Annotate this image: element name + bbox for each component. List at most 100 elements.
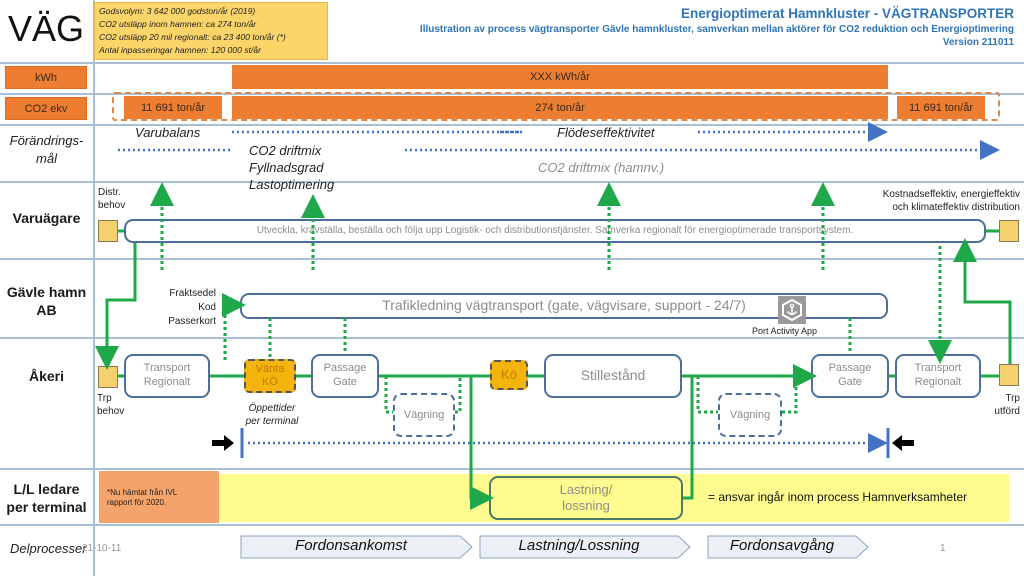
page-title: Energioptimerat Hamnkluster - VÄGTRANSPO… (680, 6, 1014, 21)
label-line: Passage (323, 362, 367, 375)
label-line: Distr. (98, 187, 121, 198)
row-label-ll-ledare: L/L ledare per terminal (0, 480, 93, 516)
distribution-goal-label: Kostnadseffektiv, energieffektiv och kli… (883, 188, 1020, 214)
label-line: behov (97, 406, 125, 417)
anchor-icon[interactable] (778, 296, 806, 324)
label-line: utförd (994, 406, 1020, 417)
kwh-bar: XXX kWh/år (232, 65, 888, 89)
row-divider (0, 62, 1024, 64)
oppettider-label: Öppettider per terminal (240, 402, 304, 428)
info-line: Godsvolym: 3 642 000 godston/år (2019) (99, 6, 256, 16)
label-line: Trp (1005, 393, 1020, 404)
row-label-akeri: Åkeri (28, 368, 65, 384)
distr-behov-label: Distr. behov (98, 186, 125, 212)
row-divider (0, 524, 1024, 526)
distribution-goal-node (999, 220, 1019, 242)
kwh-label: kWh (5, 66, 87, 89)
row-divider (0, 93, 1024, 95)
goal-list: CO2 driftmix Fyllnadsgrad Lastoptimering (249, 142, 334, 193)
goal-co2-driftmix-hamn: CO2 driftmix (hamnv.) (538, 160, 665, 175)
stillestand-process[interactable]: Stillestånd (544, 354, 682, 398)
label-line: KÖ (262, 376, 278, 388)
info-line: CO2 utsläpp inom hamnen: ca 274 ton/år (99, 19, 257, 29)
label-line: Regionalt (143, 376, 191, 388)
goal-varubalans: Varubalans (135, 125, 201, 140)
label-line: per terminal (245, 416, 299, 427)
label-line: Öppettider (248, 403, 296, 414)
lastning-lossning-process[interactable]: Lastning/lossning (489, 476, 683, 520)
step-lastning-lossning[interactable]: Lastning/Lossning (518, 537, 640, 554)
step-fordonsankomst[interactable]: Fordonsankomst (295, 537, 407, 554)
row-label-gavle-hamn: Gävle hamn AB (0, 283, 93, 319)
label-line: Vänta (255, 362, 285, 375)
row-label-varuagare: Varuägare (12, 210, 81, 226)
varuagare-process[interactable]: Utveckla, kravställa, beställa och följa… (124, 219, 986, 243)
version-label: Version 211011 (942, 37, 1014, 48)
info-line: CO2 utsläpp 20 mil regionalt: ca 23 400 … (99, 32, 286, 42)
ko-queue[interactable]: Kö (490, 360, 528, 390)
label-line: per terminal (6, 499, 87, 515)
label-line: L/L ledare (13, 481, 80, 497)
documents-list: Fraktsedel Kod Passerkort (150, 287, 216, 329)
delprocesser-label: Delprocesser (10, 541, 87, 556)
vagning-out[interactable]: Vägning (718, 393, 782, 437)
co2-right-bar: 11 691 ton/år (897, 96, 985, 119)
page-subtitle: Illustration av process vägtransporter G… (419, 24, 1014, 35)
document-item: Fraktsedel (169, 288, 216, 299)
note-line: rapport för 2020. (107, 498, 167, 507)
responsibility-legend: = ansvar ingår inom process Hamnverksamh… (708, 490, 968, 504)
row-divider (0, 337, 1024, 339)
label-line: Kostnadseffektiv, energieffektiv (882, 189, 1020, 200)
document-item: Passerkort (168, 316, 216, 327)
goal-fyllnadsgrad: Fyllnadsgrad (249, 160, 324, 175)
label-line: Regionalt (914, 376, 962, 388)
label-line: AB (36, 302, 57, 318)
step-fordonsavgang[interactable]: Fordonsavgång (729, 537, 835, 554)
goals-label-line: Förändrings- (9, 133, 84, 148)
label-line: behov (98, 200, 126, 211)
label-column-divider (93, 0, 95, 576)
info-box: Godsvolym: 3 642 000 godston/år (2019) C… (94, 2, 328, 60)
trp-utford-node (999, 364, 1019, 386)
trp-utford-label: Trp utförd (990, 392, 1020, 418)
co2-left-bar: 11 691 ton/år (124, 96, 222, 119)
label-line: Transport (143, 362, 191, 375)
document-item: Kod (198, 302, 216, 313)
port-activity-app-label: Port Activity App (752, 326, 818, 336)
label-line: Gate (838, 376, 862, 388)
chevron-lastning (479, 535, 691, 559)
info-line: Antal inpasseringar hamnen: 120 000 st/å… (99, 45, 261, 55)
row-divider (0, 181, 1024, 183)
label-line: Gävle hamn (6, 284, 87, 300)
label-line: Trp (97, 393, 112, 404)
logo-text: VÄG (8, 8, 85, 49)
label-line: och klimateffektiv distribution (892, 202, 1020, 213)
label-line: Lastning/ (559, 481, 613, 497)
distr-behov-node (98, 220, 118, 242)
goals-label: Förändrings- mål (0, 132, 93, 168)
goal-flodeseffektivitet: Flödeseffektivitet (557, 125, 655, 140)
co2-dashed-frame (112, 92, 1000, 121)
label-line: Gate (333, 376, 357, 388)
vagning-in[interactable]: Vägning (393, 393, 455, 437)
goal-lastoptimering: Lastoptimering (249, 177, 335, 192)
row-divider (0, 124, 1024, 126)
co2-middle-bar: 274 ton/år (232, 96, 888, 119)
ivl-note: *Nu hämtat från IVL rapport för 2020. (99, 471, 219, 523)
co2-label: CO2 ekv (5, 97, 87, 120)
chevron-fordonsankomst (240, 535, 473, 559)
row-divider (0, 468, 1024, 470)
page-number: 1 (940, 543, 946, 554)
date-label: 21-10-11 (82, 543, 122, 554)
label-line: lossning (562, 498, 610, 513)
goal-co2-driftmix: CO2 driftmix (249, 143, 322, 158)
label-line: Transport (914, 362, 962, 375)
label-line: Passage (828, 362, 872, 375)
row-divider (0, 258, 1024, 260)
trp-behov-label: Trp behov (97, 392, 124, 418)
